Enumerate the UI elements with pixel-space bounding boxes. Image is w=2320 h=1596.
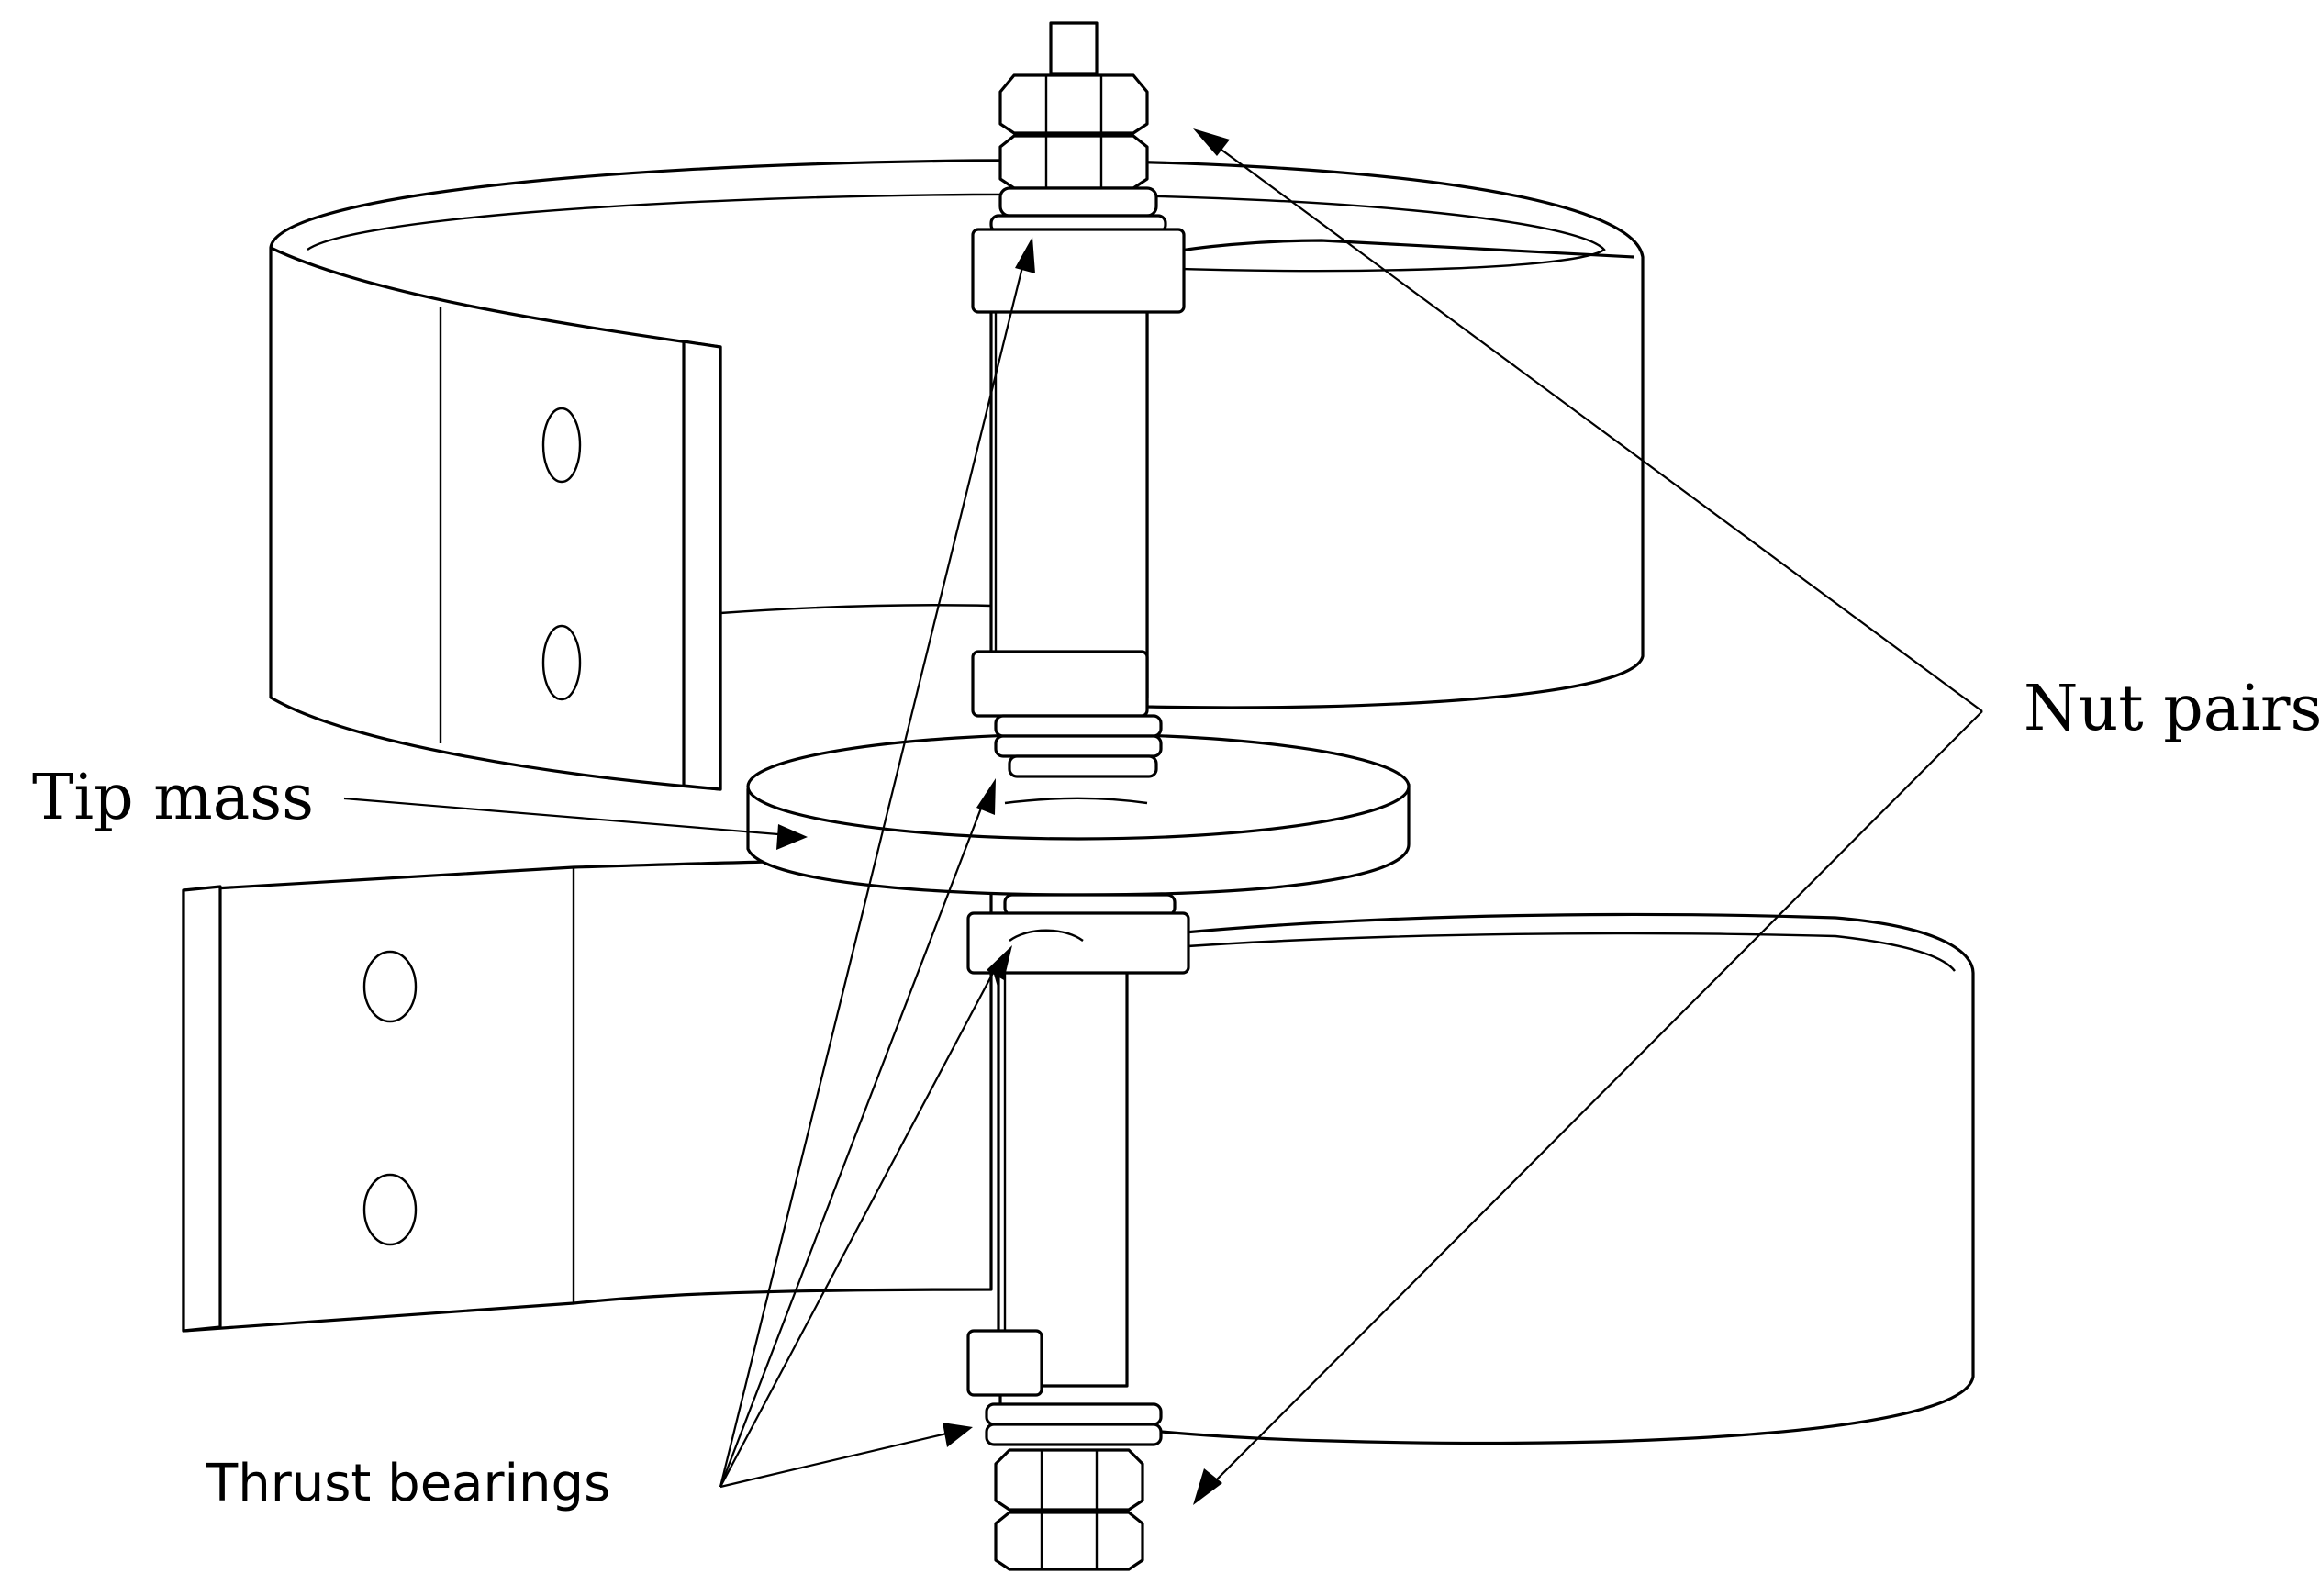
lower-plate-hole-bottom xyxy=(362,1173,418,1246)
lower-thrust-bearing xyxy=(966,893,1190,975)
middle-thrust-bearing xyxy=(971,650,1163,778)
upper-nut-pair xyxy=(998,73,1149,190)
nut-pairs-leaders xyxy=(1193,128,1983,1505)
tip-mass-leader xyxy=(343,797,808,850)
top-stud xyxy=(1049,21,1099,75)
bottom-thrust-bearing xyxy=(966,1329,1163,1446)
central-shaft xyxy=(989,21,1149,1388)
lower-nut-pair xyxy=(994,1448,1144,1571)
lower-plate-hole-top xyxy=(362,950,418,1023)
upper-thrust-bearing xyxy=(971,186,1186,314)
thrust-bearings-leaders xyxy=(719,237,1035,1489)
thrust-bearings-label: Thrust bearings xyxy=(206,1454,610,1513)
nut-pairs-label: Nut pairs xyxy=(2024,673,2320,745)
upper-spring-band xyxy=(269,159,1645,791)
tip-mass-label: Tip mass xyxy=(32,762,314,834)
upper-plate-hole-bottom xyxy=(541,624,582,701)
upper-plate-hole-top xyxy=(541,407,582,484)
lower-spring-band xyxy=(182,859,1975,1445)
